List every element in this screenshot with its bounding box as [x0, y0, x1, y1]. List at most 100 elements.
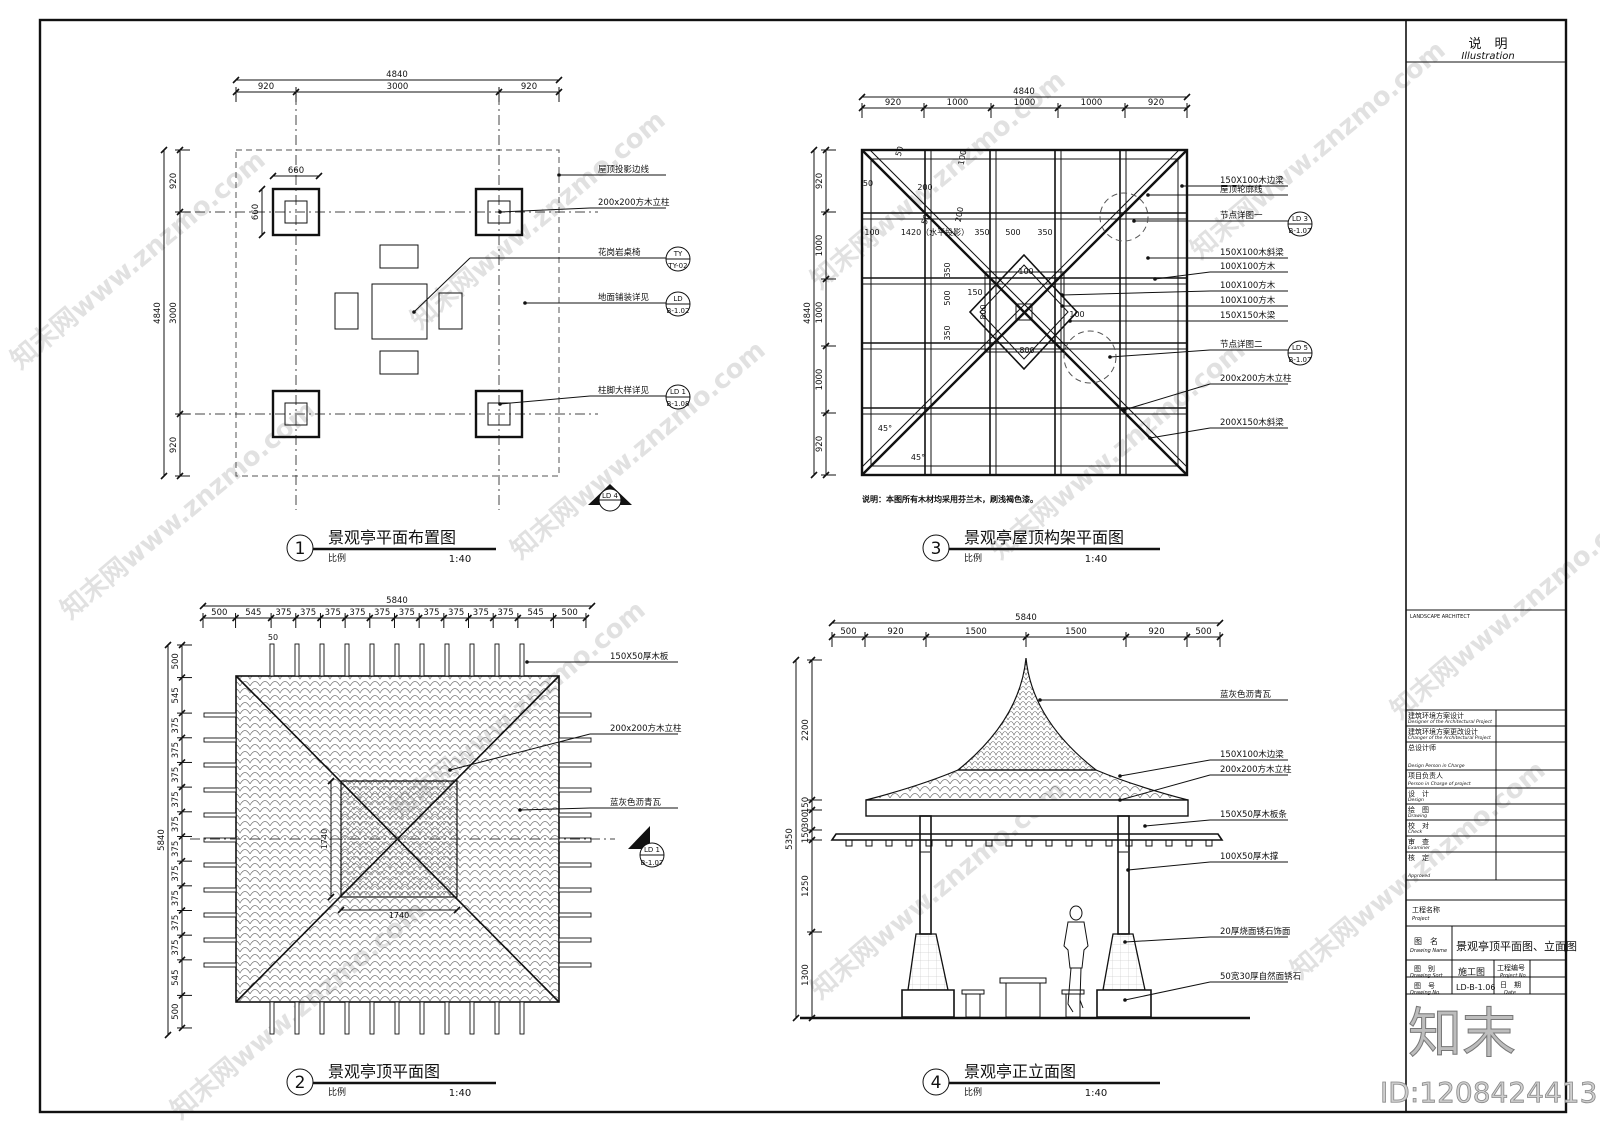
dim-label: 375 [399, 608, 415, 618]
framing-remark: 说明：本图所有木材均采用芬兰木，刷浅褐色漆。 [862, 494, 1038, 504]
leader-line [413, 257, 471, 313]
leader-line [449, 733, 591, 771]
wood-board [558, 937, 592, 943]
rafter-end [1005, 839, 1013, 847]
dim-label: 500 [171, 653, 181, 669]
dim-label: 375 [275, 608, 291, 618]
dim-label: 1:40 [1085, 554, 1107, 565]
project-no-label-en: Project No. [1500, 973, 1527, 979]
wood-board [203, 887, 237, 893]
id-label: ID:1208424413 [1380, 1076, 1597, 1109]
dim-label: 1500 [965, 627, 987, 637]
leader-dot [518, 808, 522, 812]
leader-line [1144, 819, 1211, 827]
dim-label: 660 [288, 166, 304, 176]
dim-label: 150X100木斜梁 [1220, 247, 1284, 258]
dim-label: 375 [171, 865, 181, 881]
wood-board [203, 712, 237, 718]
dim-label: TY-02 [667, 262, 687, 270]
dim-label: 屋顶投影边线 [598, 164, 650, 175]
dim-label: 花岗岩桌椅 [598, 247, 641, 258]
wood-board [558, 862, 592, 868]
dim-label: 200x200方木立柱 [1220, 373, 1292, 384]
dim-tick [1183, 93, 1191, 101]
dim-label: 50 [268, 633, 278, 642]
leader-line [1124, 981, 1211, 1001]
drawing-sort-label-cn: 图 别 [1414, 964, 1435, 973]
dim-label: 500 [840, 627, 856, 637]
leader-dot [1132, 219, 1136, 223]
leader-dot [1108, 355, 1112, 359]
dim-label: LD 3 [1292, 215, 1308, 223]
leader-line [1123, 383, 1211, 411]
title-block: 说 明 Illustration LANDSCAPE ARCHITECT 建筑环… [1380, 37, 1598, 1109]
notes-title-cn: 说 明 [1468, 37, 1507, 52]
dim-label: 4840 [386, 70, 408, 80]
wood-board [294, 1001, 300, 1035]
dim-tick [160, 146, 168, 154]
roof-eave [865, 769, 1189, 801]
leader-line [1149, 427, 1211, 439]
dim-label: 蓝灰色沥青瓦 [1220, 689, 1272, 700]
dim-label: 375 [325, 608, 341, 618]
dim-label: B-1.07 [1289, 227, 1312, 235]
wood-board [558, 737, 592, 743]
leader-dot [1123, 940, 1127, 944]
dim-tick [315, 172, 323, 180]
dim-label: 100 [1069, 310, 1084, 319]
dim-label: 100X50厚木撑 [1220, 851, 1279, 862]
leader-dot [525, 660, 529, 664]
dim-label: 100 [957, 149, 969, 166]
rafter-end [1085, 839, 1093, 847]
dim-label: 800 [979, 304, 988, 319]
view-3-notes: 150X100木边梁屋顶轮廓线节点详图一150X100木斜梁100X100方木1… [1060, 175, 1313, 440]
dim-label: 150X50厚木板条 [1220, 809, 1287, 820]
project-label-en: Project [1412, 916, 1430, 922]
dim-label: 920 [815, 436, 825, 452]
wood-board [203, 812, 237, 818]
dim-tick [1216, 619, 1224, 627]
wood-boards [203, 643, 592, 1035]
dim-tick [792, 656, 800, 664]
rafter-end [985, 839, 993, 847]
watermark-text: 知末网www.znzmo.com [55, 395, 321, 625]
dim-label: 设 计 [1408, 789, 1429, 798]
dim-label: 500 [171, 1004, 181, 1020]
dim-label: 920 [815, 173, 825, 189]
drawing-no-value: LD-B-1.06 [1456, 983, 1495, 992]
dim-label: 50 [863, 179, 873, 188]
wood-board [203, 762, 237, 768]
dim-label: 545 [171, 970, 181, 986]
dim-label: 50宽30厚自然面锈石 [1220, 971, 1301, 982]
dim-tick [337, 906, 345, 914]
dim-label: LD [673, 295, 682, 303]
section-mark-b: LD 1 B-1.07 [628, 826, 665, 868]
roof-projection-outline [235, 149, 560, 477]
dim-label: 920 [1148, 627, 1164, 637]
wood-board [203, 962, 237, 968]
dim-label: Drawing [1408, 813, 1427, 819]
leader-dot [1122, 408, 1126, 412]
wood-board [203, 787, 237, 793]
section-ref-top: LD 1 [644, 846, 660, 854]
dim-label: 350 [1037, 228, 1052, 237]
leader-dot [1123, 998, 1127, 1002]
dim-label: 建筑环境方案更改设计 [1408, 727, 1478, 736]
dim-label: 375 [374, 608, 390, 618]
dim-label: 545 [171, 687, 181, 703]
date-label-en: Date [1504, 990, 1516, 996]
dim-label: 920 [169, 437, 179, 453]
leader-dot [498, 210, 502, 214]
dim-label: 核 定 [1408, 853, 1429, 862]
dim-label: 200 [954, 206, 966, 223]
dim-label: 5840 [386, 596, 408, 606]
dim-label: 200X150木斜梁 [1220, 417, 1284, 428]
rafter-end [1025, 839, 1033, 847]
table-bench-elevation [961, 977, 1085, 1018]
wood-board [519, 1001, 525, 1035]
